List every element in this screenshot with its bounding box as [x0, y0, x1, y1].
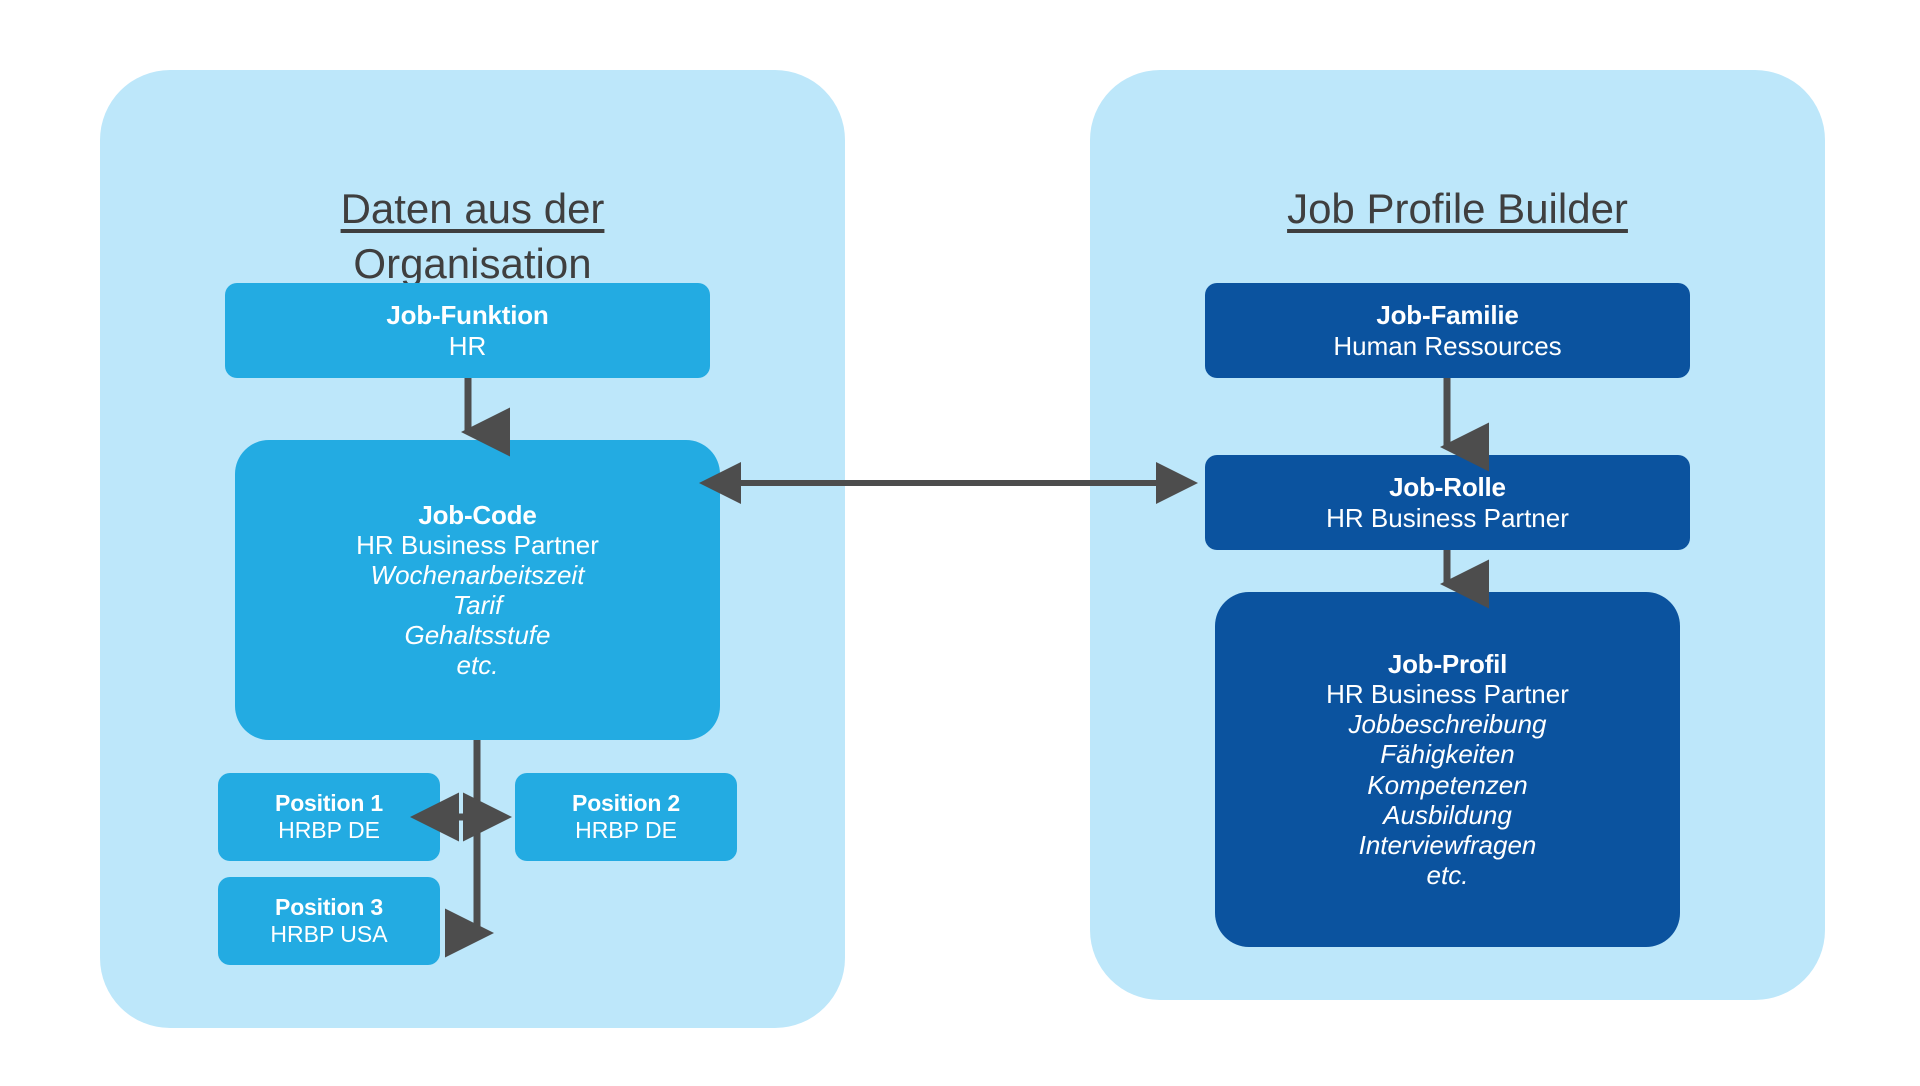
- node-job-rolle-sub: HR Business Partner: [1326, 502, 1569, 533]
- node-position-2-title: Position 2: [572, 790, 680, 817]
- node-job-profil[interactable]: Job-Profil HR Business Partner Jobbeschr…: [1215, 592, 1680, 947]
- node-job-profil-sub: HR Business Partner: [1326, 679, 1569, 710]
- node-job-rolle[interactable]: Job-Rolle HR Business Partner: [1205, 455, 1690, 550]
- node-job-profil-attr-3: Kompetenzen: [1367, 769, 1528, 800]
- node-job-code-attr-3: Gehaltsstufe: [404, 620, 551, 651]
- node-job-familie-title: Job-Familie: [1376, 300, 1519, 331]
- node-position-2-sub: HRBP DE: [575, 817, 677, 843]
- node-job-code-attr-4: etc.: [456, 650, 499, 681]
- node-position-1-title: Position 1: [275, 790, 383, 817]
- node-position-3[interactable]: Position 3 HRBP USA: [218, 877, 440, 965]
- node-job-profil-attr-5: Interviewfragen: [1358, 829, 1537, 860]
- node-job-profil-attr-2: Fähigkeiten: [1380, 739, 1515, 770]
- node-job-funktion-title: Job-Funktion: [386, 300, 549, 331]
- panel-left-title-line1: Daten aus der: [340, 185, 605, 232]
- node-position-1-sub: HRBP DE: [278, 817, 380, 843]
- node-job-profil-attr-6: etc.: [1426, 859, 1469, 890]
- node-job-funktion-sub: HR: [448, 330, 487, 361]
- node-job-rolle-title: Job-Rolle: [1389, 472, 1506, 503]
- node-position-3-sub: HRBP USA: [270, 921, 388, 947]
- panel-left-title: Daten aus der Organisation: [100, 182, 845, 291]
- node-job-code-sub: HR Business Partner: [356, 529, 599, 560]
- node-job-profil-attr-4: Ausbildung: [1383, 799, 1512, 830]
- node-job-code[interactable]: Job-Code HR Business Partner Wochenarbei…: [235, 440, 720, 740]
- node-job-profil-title: Job-Profil: [1387, 648, 1508, 679]
- node-job-profil-attr-1: Jobbeschreibung: [1348, 709, 1547, 740]
- node-position-1[interactable]: Position 1 HRBP DE: [218, 773, 440, 861]
- node-job-familie-sub: Human Ressources: [1333, 330, 1562, 361]
- node-job-code-attr-1: Wochenarbeitszeit: [370, 559, 585, 590]
- node-position-2[interactable]: Position 2 HRBP DE: [515, 773, 737, 861]
- panel-right-title: Job Profile Builder: [1287, 185, 1628, 232]
- node-job-code-title: Job-Code: [418, 499, 537, 530]
- node-job-code-attr-2: Tarif: [452, 590, 503, 620]
- node-position-3-title: Position 3: [275, 894, 383, 921]
- node-job-familie[interactable]: Job-Familie Human Ressources: [1205, 283, 1690, 378]
- node-job-funktion[interactable]: Job-Funktion HR: [225, 283, 710, 378]
- panel-left-title-line2: Organisation: [353, 239, 592, 287]
